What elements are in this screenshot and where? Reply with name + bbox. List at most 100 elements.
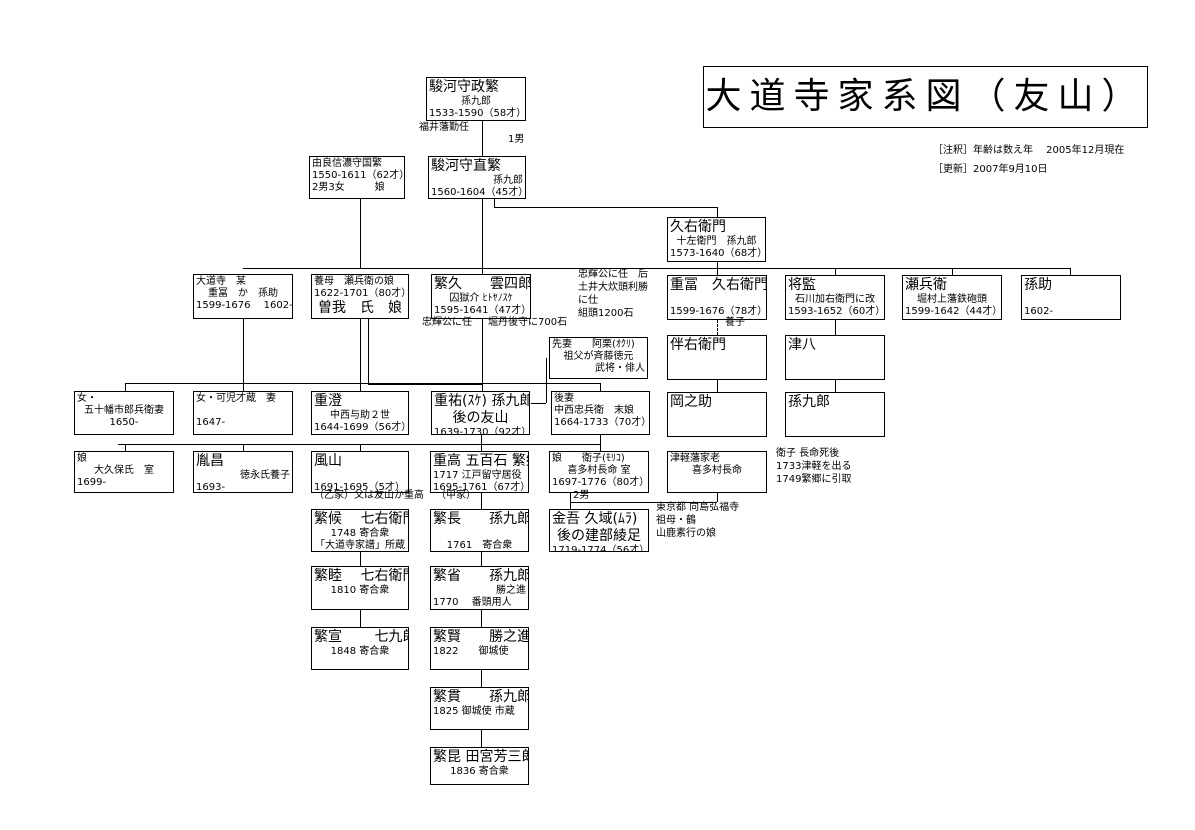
connector-line [125,383,126,391]
person-text: 1770 番頭用人 [433,597,512,608]
person-text: 岡之助 [670,394,712,410]
person-box-banemon: 伴右衛門 [667,335,767,380]
person-text: 繁候 七右衛門 [314,511,409,527]
connector-line [600,435,601,451]
person-text: 五十幡市郎兵衛妻 [84,405,164,416]
connector-line [368,384,482,385]
connector-line [481,493,482,509]
person-text [314,470,406,482]
person-text: 1644-1699（56才） [314,422,409,433]
connector-line [481,552,482,566]
connector-line [481,730,482,747]
annotation-text: 祖母・鶴 [656,515,696,526]
annotation-text: 東京都 向島弘福寺 [656,502,740,513]
person-text: 1810 寄合衆 [330,585,390,596]
annotation-tadateru: 忠輝公に任 后土井大炊頭利勝に仕組頭1200石 [578,268,648,320]
person-text: 1599-1676（78才） [670,306,767,317]
person-text: 1836 寄合衆 [450,766,509,777]
annotation-tadateru2: 忠輝公に任 [422,316,472,329]
person-text: 徳永氏養子 [240,470,290,481]
annotation-text: に仕 [578,295,598,306]
connector-line [360,444,361,451]
connector-line [243,319,244,383]
connector-line [717,493,718,502]
person-text: 1695-1761（67才） [433,482,529,493]
person-text: 1719-1774（56才） [552,545,649,552]
annotation-text: 忠輝公に任 后 [578,269,648,280]
person-text: 由良信濃守国繁 [312,158,382,169]
person-text: 娘 衛子(ﾓﾘｺ) [552,453,625,464]
person-box-magokuro: 孫九郎 [785,392,885,437]
annotation-text: （甲家） [436,490,476,501]
person-text: 後の友山 [452,410,509,426]
person-text: 1560-1604（45才） [431,187,526,198]
person-text: 娘 [77,453,87,464]
annotation-text: 忠輝公に任 [422,317,472,328]
diagram-title: 大道寺家系図（友山） [703,66,1148,128]
person-text: 武将・俳人 [595,363,645,374]
connector-line [125,383,600,384]
person-text [1024,294,1118,306]
connector-line [481,610,482,627]
person-text: 大道寺 某 [196,276,246,287]
person-text: 1593-1652（60才） [788,306,885,317]
person-text: 養母 瀬兵衛の娘 [314,276,394,287]
person-text: 「大道寺家譜」所蔵 [315,540,405,551]
person-text: 石川加右衛門に改 [795,294,875,305]
person-text: 孫九郎 [788,394,830,410]
person-text: 女・可児才蔵 妻 [196,393,276,404]
connector-line [717,380,718,392]
annotation-text: 福井藩勤任 [419,122,469,133]
person-text: 繁睦 七右衛門 [314,568,409,584]
person-text: 中西忠兵衛 末娘 [554,405,634,416]
person-box-magosuke: 孫助 1602- [1021,275,1121,320]
connector-line [835,380,836,392]
connector-line [952,268,953,275]
person-text: 1699- [77,477,107,488]
annotation-text: 組頭1200石 [578,308,634,319]
person-text: 繁貫 孫九郎 [433,689,529,705]
person-box-shigetomi: 重冨 久右衛門 1599-1676（78才） [667,275,767,320]
annotation-text: 山鹿素行の娘 [656,528,716,539]
connector-line [717,207,718,217]
connector-line [494,207,717,208]
person-text: 女・ [77,393,97,404]
person-box-okanosuke: 岡之助 [667,392,767,437]
person-text: 久右衛門 [670,219,726,235]
person-text: 重祐(ｽｹ) 孫九郎 [434,393,530,409]
person-text: 1639-1730（92才） [434,427,530,435]
annotation-youshi: 養子 [725,316,745,329]
person-text: 繁省 孫九郎 [433,568,529,584]
annotation-text: （乙家）父は友山か重高 [314,490,424,501]
person-text: 2男3女 娘 [312,182,385,193]
annotation-text: 養子 [725,317,745,328]
person-text: 伴右衛門 [670,337,726,353]
person-text: 1650- [109,417,139,428]
connector-line [1070,268,1071,275]
annotation-text: 1733津軽を出る [776,461,852,472]
annotation-text: 堀丹後守に700石 [488,317,568,328]
person-box-sensai: 先妻 阿栗(ｵｸﾘ)祖父が斉藤徳元武将・俳人 [549,337,648,379]
person-text: 1748 寄合衆 [330,528,390,539]
person-text: 喜多村長命 室 [567,465,631,476]
connector-line [360,383,361,391]
person-text: 1647- [196,417,226,428]
